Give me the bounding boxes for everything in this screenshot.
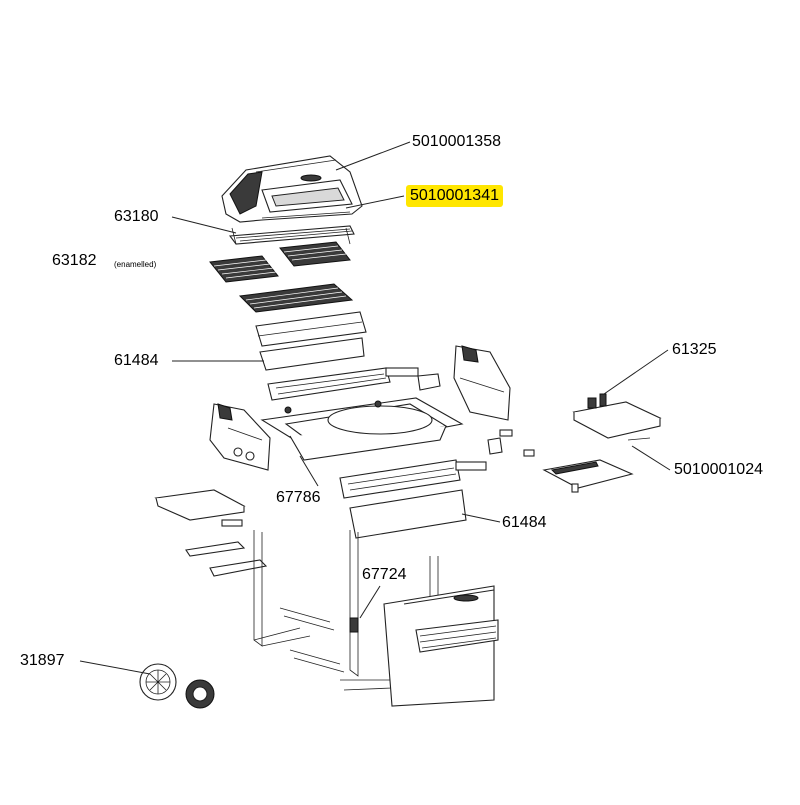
cart-frame [253, 530, 439, 691]
part-label-31897: 31897 [20, 652, 65, 669]
hood-assembly [221, 155, 363, 223]
flame-tamer-bottom [349, 489, 467, 539]
left-side-shelf [154, 489, 246, 527]
part-label-67786: 67786 [276, 489, 321, 506]
right-side-panel [453, 345, 511, 421]
side-handles [185, 541, 268, 577]
left-side-panel [209, 403, 271, 471]
part-label-63182: 63182 [52, 252, 97, 269]
flame-tamers-top [255, 311, 367, 371]
firebox-tray [260, 397, 464, 461]
part-label-61484-bottom: 61484 [502, 514, 547, 531]
warming-rack [228, 225, 355, 245]
burner-rail-bottom [339, 459, 487, 499]
part-label-61484-top: 61484 [114, 352, 159, 369]
part-label-5010001341-highlighted: 5010001341 [406, 185, 503, 207]
small-brackets [487, 429, 535, 457]
part-label-61325: 61325 [672, 341, 717, 358]
cooking-grills [209, 241, 354, 313]
cabinet-door [383, 585, 499, 707]
right-side-shelf [542, 459, 634, 493]
part-label-5010001358: 5010001358 [412, 133, 501, 150]
side-burner [572, 393, 662, 441]
wheels [139, 663, 215, 709]
leader-lines [79, 141, 671, 675]
part-label-63182-note: (enamelled) [114, 260, 157, 269]
part-label-5010001024: 5010001024 [674, 461, 763, 478]
part-label-63180: 63180 [114, 208, 159, 225]
burner-rail-top [267, 367, 441, 401]
part-label-67724: 67724 [362, 566, 407, 583]
